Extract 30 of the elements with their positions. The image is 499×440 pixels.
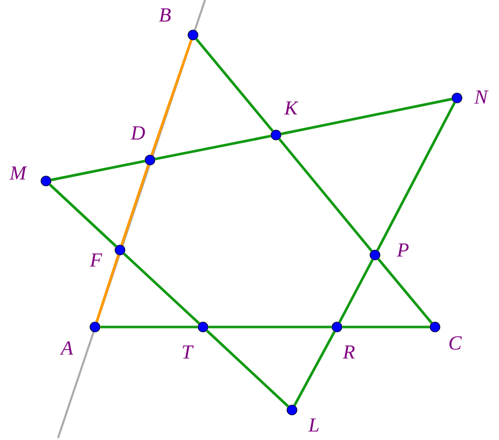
line-segment	[280, 98, 452, 136]
line-segment	[293, 331, 336, 406]
point-label: N	[474, 90, 489, 104]
line-segment	[154, 134, 272, 160]
line-segment	[49, 184, 118, 248]
line-segment	[95, 254, 120, 322]
line-segment	[123, 252, 200, 324]
line-segment	[338, 259, 374, 323]
line-segment	[206, 330, 290, 408]
point-label: L	[308, 418, 319, 432]
line-segment	[377, 258, 433, 324]
point-label: C	[449, 336, 462, 350]
line-segment	[208, 326, 332, 328]
line-segment	[100, 326, 198, 328]
line-segment	[376, 102, 456, 251]
point-label: M	[9, 166, 28, 180]
point-label: P	[396, 243, 409, 257]
point-label: A	[60, 341, 74, 355]
point-label: B	[159, 8, 171, 22]
point-label: T	[182, 345, 194, 359]
point-label: K	[284, 101, 299, 115]
point-label: D	[130, 126, 145, 140]
line-segment	[278, 138, 373, 252]
point-label: R	[342, 345, 355, 359]
line-segment	[342, 326, 430, 328]
line-segment	[50, 160, 146, 182]
line-segment	[195, 38, 274, 132]
line-segment	[120, 164, 150, 246]
point-label: F	[90, 253, 102, 267]
line-segment	[150, 40, 192, 156]
